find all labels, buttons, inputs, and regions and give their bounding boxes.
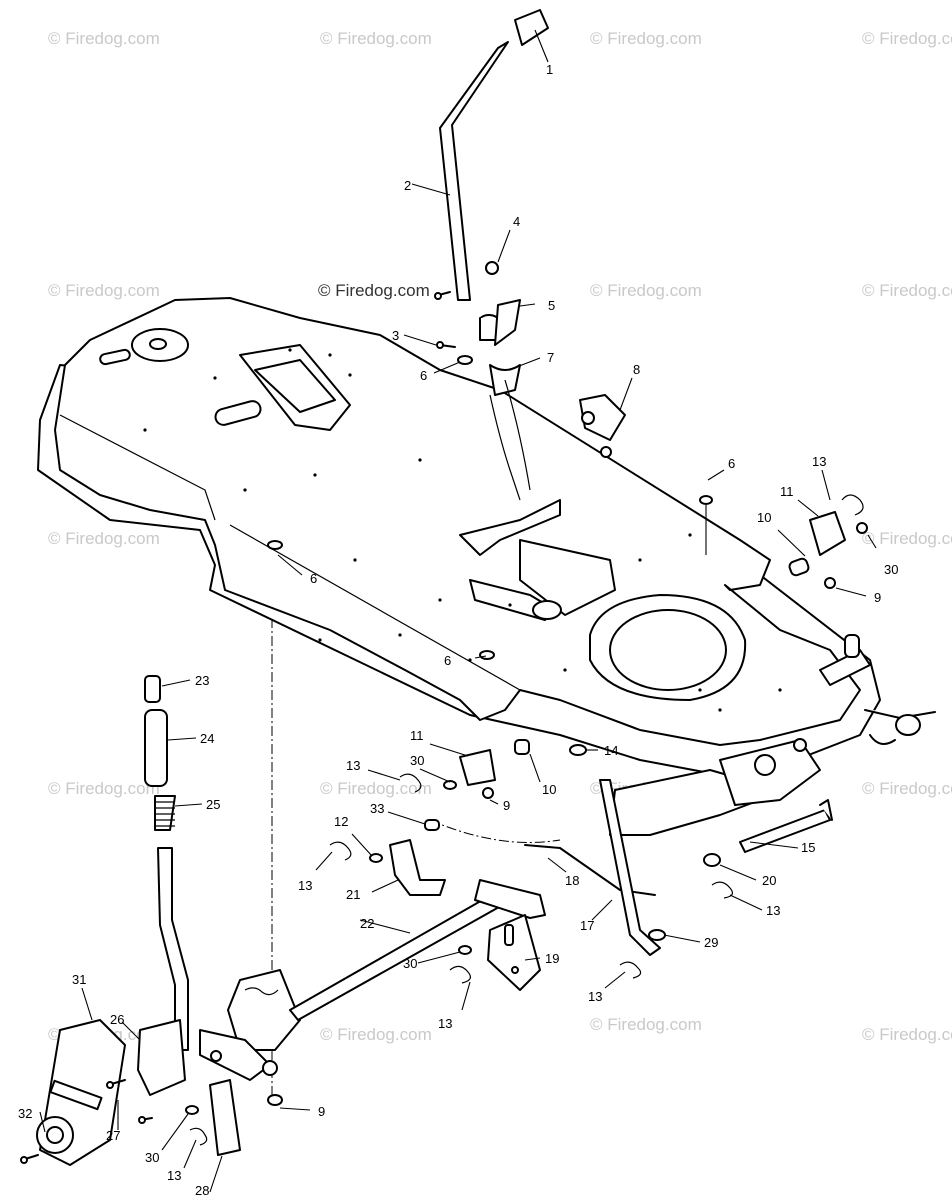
callout: 13 bbox=[167, 1168, 181, 1183]
callout: 6 bbox=[310, 571, 317, 586]
callout: 13 bbox=[812, 454, 826, 469]
watermark: © Firedog.com bbox=[862, 281, 952, 300]
callout: 4 bbox=[513, 214, 520, 229]
shift-rod-assembly bbox=[185, 879, 546, 1156]
watermark: © Firedog.com bbox=[862, 779, 952, 798]
watermark: © Firedog.com bbox=[320, 1025, 432, 1044]
callout: 12 bbox=[334, 814, 348, 829]
callout: 28 bbox=[195, 1183, 209, 1198]
callout: 20 bbox=[762, 873, 776, 888]
callout: 31 bbox=[72, 972, 86, 987]
callout: 3 bbox=[392, 328, 399, 343]
frame-panel bbox=[37, 297, 936, 836]
watermark: © Firedog.com bbox=[320, 29, 432, 48]
callout: 30 bbox=[410, 753, 424, 768]
callout: 9 bbox=[874, 590, 881, 605]
callout: 6 bbox=[420, 368, 427, 383]
watermark: © Firedog.com bbox=[318, 281, 430, 300]
watermark: © Firedog.com bbox=[590, 1015, 702, 1034]
callout: 26 bbox=[110, 1012, 124, 1027]
callout: 5 bbox=[548, 298, 555, 313]
callout: 7 bbox=[547, 350, 554, 365]
callout: 11 bbox=[780, 484, 794, 499]
fasteners bbox=[267, 261, 868, 660]
callout: 17 bbox=[580, 918, 594, 933]
callout: 6 bbox=[444, 653, 451, 668]
callout: 13 bbox=[298, 878, 312, 893]
callout: 24 bbox=[200, 731, 214, 746]
callout: 9 bbox=[318, 1104, 325, 1119]
callout: 6 bbox=[728, 456, 735, 471]
callout-numbers: 1 2 4 5 3 6 7 8 6 13 11 10 30 9 6 6 23 2… bbox=[18, 62, 898, 1198]
callout: 33 bbox=[370, 801, 384, 816]
watermark: © Firedog.com bbox=[862, 529, 952, 548]
watermark: © Firedog.com bbox=[590, 29, 702, 48]
watermark: © Firedog.com bbox=[48, 281, 160, 300]
callout: 9 bbox=[503, 798, 510, 813]
callout: 22 bbox=[360, 916, 374, 931]
watermark: © Firedog.com bbox=[48, 29, 160, 48]
watermark: © Firedog.com bbox=[320, 779, 432, 798]
callout: 13 bbox=[438, 1016, 452, 1031]
callout: 13 bbox=[588, 989, 602, 1004]
callout: 30 bbox=[145, 1150, 159, 1165]
callout: 8 bbox=[633, 362, 640, 377]
linkage-parts bbox=[329, 739, 833, 991]
callout: 21 bbox=[346, 887, 360, 902]
callout: 1 bbox=[546, 62, 553, 77]
callout: 23 bbox=[195, 673, 209, 688]
callout: 19 bbox=[545, 951, 559, 966]
callout: 30 bbox=[884, 562, 898, 577]
watermark: © Firedog.com bbox=[862, 1025, 952, 1044]
center-line bbox=[429, 819, 561, 843]
watermark: © Firedog.com bbox=[48, 779, 160, 798]
callout: 13 bbox=[766, 903, 780, 918]
callout: 32 bbox=[18, 1106, 32, 1121]
callout: 2 bbox=[404, 178, 411, 193]
callout: 15 bbox=[801, 840, 815, 855]
callout: 10 bbox=[542, 782, 556, 797]
callout: 25 bbox=[206, 797, 220, 812]
lift-lever-parts bbox=[20, 675, 189, 1166]
callout: 13 bbox=[346, 758, 360, 773]
callout: 10 bbox=[757, 510, 771, 525]
callout: 14 bbox=[604, 743, 618, 758]
leader-lines bbox=[39, 29, 877, 1193]
steering-column bbox=[439, 9, 549, 501]
callout: 29 bbox=[704, 935, 718, 950]
watermark: © Firedog.com bbox=[862, 29, 952, 48]
watermark: © Firedog.com bbox=[48, 529, 160, 548]
callout: 27 bbox=[106, 1128, 120, 1143]
watermark: © Firedog.com bbox=[590, 281, 702, 300]
callout: 18 bbox=[565, 873, 579, 888]
callout: 11 bbox=[410, 728, 424, 743]
callout: 30 bbox=[403, 956, 417, 971]
